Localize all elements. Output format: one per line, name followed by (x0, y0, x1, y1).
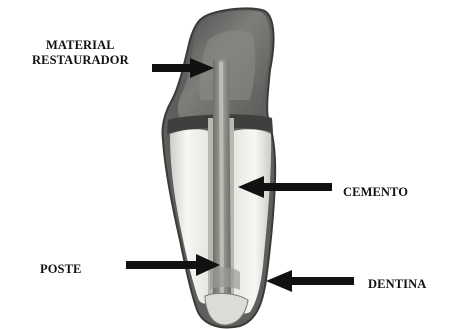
apex-shadow (210, 267, 240, 290)
label-cemento: CEMENTO (343, 185, 408, 200)
label-dentina: DENTINA (368, 277, 426, 292)
label-poste: POSTE (40, 262, 82, 277)
label-material-line1: MATERIAL (32, 38, 129, 53)
label-material-restaurador: MATERIAL RESTAURADOR (32, 38, 129, 68)
arrow-dentina (266, 270, 354, 292)
label-material-line2: RESTAURADOR (32, 53, 129, 68)
